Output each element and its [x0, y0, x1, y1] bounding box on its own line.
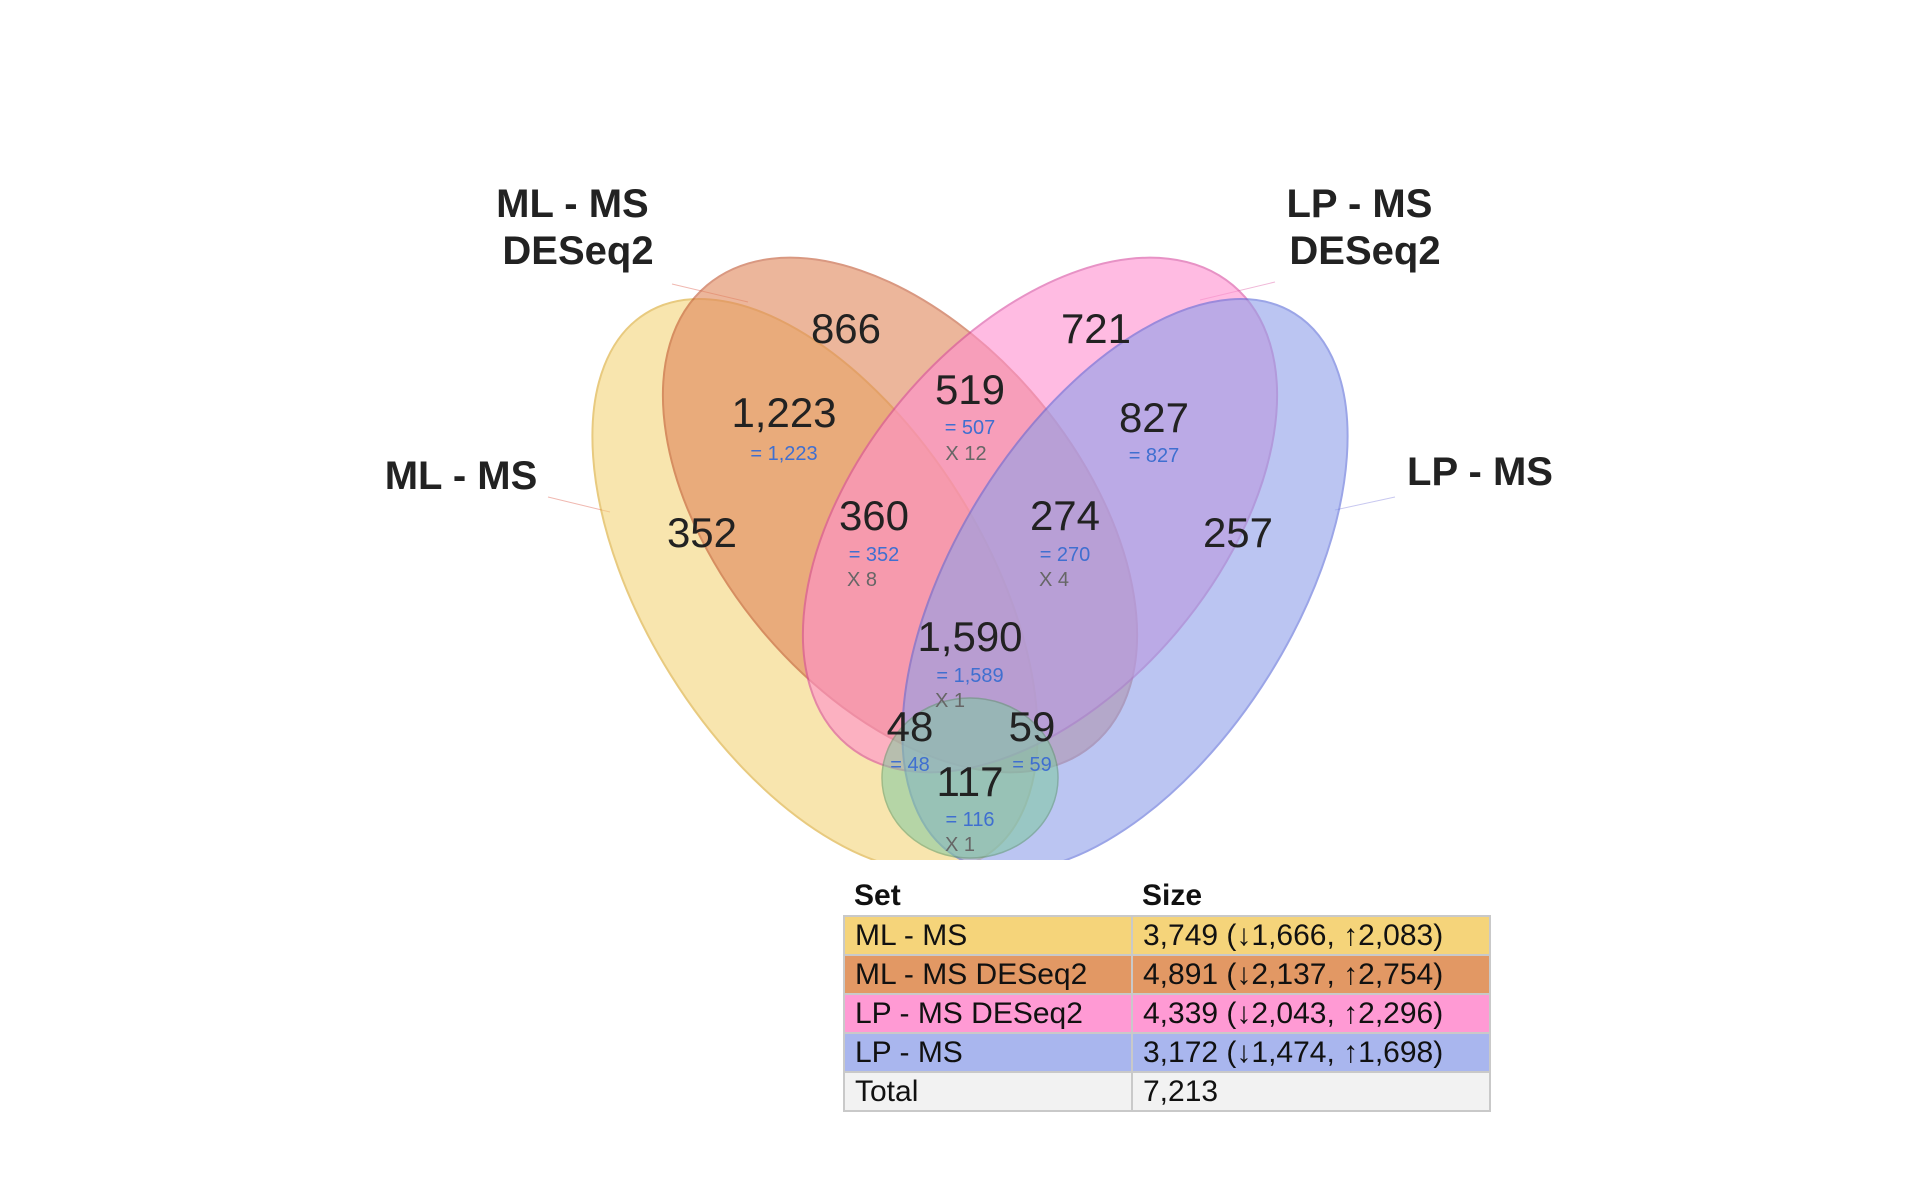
region-count-lp-ms-deseq2-only: 721	[1061, 305, 1131, 352]
region-mult-ad: X 1	[945, 834, 975, 856]
region-count-ad: 117	[937, 758, 1004, 805]
set-label-lp-ms-deseq2: LP - MS DESeq2	[1286, 182, 1443, 273]
legend-set-name: Total	[843, 1071, 1133, 1112]
legend-set-name: LP - MS	[843, 1032, 1133, 1073]
set-label-line: LP - MS	[1286, 182, 1432, 226]
region-count-abcd: 1,590	[917, 613, 1022, 660]
venn-diagram: ML - MS DESeq2 LP - MS DESeq2 ML - MS LP…	[385, 182, 1553, 860]
legend-set-size: 3,172 (↓1,474, ↑1,698)	[1131, 1032, 1491, 1073]
region-count-abd: 59	[1009, 703, 1056, 750]
set-label-ml-ms-deseq2: ML - MS DESeq2	[496, 182, 660, 273]
region-count-bc: 519	[935, 366, 1005, 413]
set-label-line: DESeq2	[1289, 229, 1440, 273]
legend-row: ML - MS DESeq2 4,891 (↓2,137, ↑2,754)	[843, 954, 1491, 995]
region-mult-abc: X 8	[847, 569, 877, 591]
legend-row: Total 7,213	[843, 1071, 1491, 1112]
region-mult-bc: X 12	[945, 443, 986, 465]
legend-set-name: ML - MS DESeq2	[843, 954, 1133, 995]
legend-row: ML - MS 3,749 (↓1,666, ↑2,083)	[843, 915, 1491, 956]
region-count-lp-ms-only: 257	[1203, 509, 1273, 556]
set-ellipses	[591, 256, 1349, 860]
region-count-abc: 360	[839, 492, 909, 539]
region-count-ml-ms-only: 352	[667, 509, 737, 556]
legend-header-row: Set Size	[844, 877, 1490, 916]
leader-line-ml-ms	[547, 496, 611, 513]
legend-set-name: LP - MS DESeq2	[843, 993, 1133, 1034]
legend-header-size: Size	[1142, 879, 1203, 912]
region-mult-bcd: X 4	[1039, 569, 1069, 591]
set-label-ml-ms: ML - MS	[385, 454, 538, 498]
legend-row: LP - MS 3,172 (↓1,474, ↑1,698)	[843, 1032, 1491, 1073]
region-eq-abcd: = 1,589	[936, 665, 1003, 687]
region-labels: 352 866 721 257 1,223 = 1,223 519 = 507 …	[667, 305, 1273, 856]
region-mult-abcd: X 1	[935, 690, 965, 712]
set-size-legend: Set Size ML - MS 3,749 (↓1,666, ↑2,083) …	[843, 877, 1491, 1112]
region-count-acd: 48	[887, 703, 934, 750]
region-eq-bcd: = 270	[1040, 544, 1091, 566]
legend-set-name: ML - MS	[843, 915, 1133, 956]
legend-set-size: 7,213	[1131, 1071, 1491, 1112]
set-label-lp-ms: LP - MS	[1407, 450, 1553, 494]
region-count-bcd: 274	[1030, 492, 1100, 539]
leader-line-lp-ms	[1334, 496, 1396, 511]
legend-set-size: 4,339 (↓2,043, ↑2,296)	[1131, 993, 1491, 1034]
region-eq-cd: = 827	[1129, 445, 1180, 467]
set-label-line: ML - MS	[496, 182, 649, 226]
region-eq-ad: = 116	[945, 809, 994, 831]
legend-header-set: Set	[854, 879, 901, 912]
region-eq-ab: = 1,223	[750, 443, 817, 465]
region-eq-abc: = 352	[849, 544, 900, 566]
set-label-line: DESeq2	[502, 229, 653, 273]
region-eq-abd: = 59	[1012, 754, 1051, 776]
region-count-cd: 827	[1119, 394, 1189, 441]
region-eq-acd: = 48	[890, 754, 929, 776]
region-eq-bc: = 507	[945, 417, 996, 439]
legend-set-size: 3,749 (↓1,666, ↑2,083)	[1131, 915, 1491, 956]
legend-set-size: 4,891 (↓2,137, ↑2,754)	[1131, 954, 1491, 995]
region-count-ab: 1,223	[731, 389, 836, 436]
legend-row: LP - MS DESeq2 4,339 (↓2,043, ↑2,296)	[843, 993, 1491, 1034]
region-count-ml-ms-deseq2-only: 866	[811, 305, 881, 352]
overlap-ml-ms-lp-ms	[881, 697, 1059, 859]
